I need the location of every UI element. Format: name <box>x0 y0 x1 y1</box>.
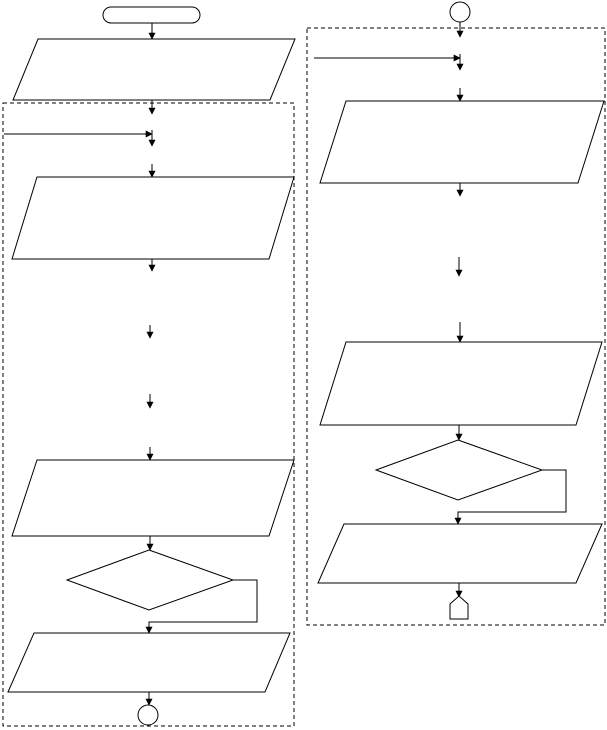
connector-out <box>137 704 159 726</box>
left-io-2 <box>11 176 295 260</box>
left-decision-branch <box>145 579 258 634</box>
right-io-1 <box>319 100 605 184</box>
left-decision <box>65 549 235 611</box>
right-decision-branch <box>454 469 567 525</box>
right-loop-group <box>306 27 606 626</box>
left-io-1 <box>12 38 296 101</box>
left-io-3 <box>11 459 295 537</box>
right-io-2 <box>319 341 603 426</box>
connector-in <box>449 1 471 23</box>
offpage-connector <box>449 595 469 620</box>
left-loop-group <box>2 102 295 727</box>
start-terminator <box>102 6 201 24</box>
right-io-3 <box>317 523 603 584</box>
right-decision <box>374 439 544 501</box>
left-io-4 <box>7 632 291 693</box>
